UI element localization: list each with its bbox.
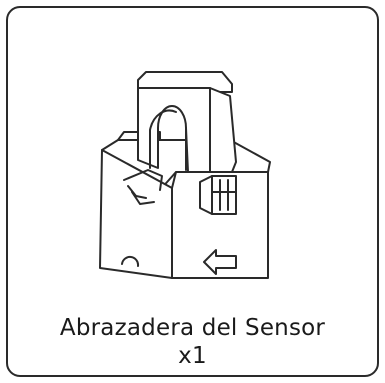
item-quantity: x1 bbox=[178, 343, 207, 369]
item-name: Abrazadera del Sensor bbox=[59, 315, 326, 341]
ct-sensor-clamp-icon bbox=[99, 71, 271, 279]
